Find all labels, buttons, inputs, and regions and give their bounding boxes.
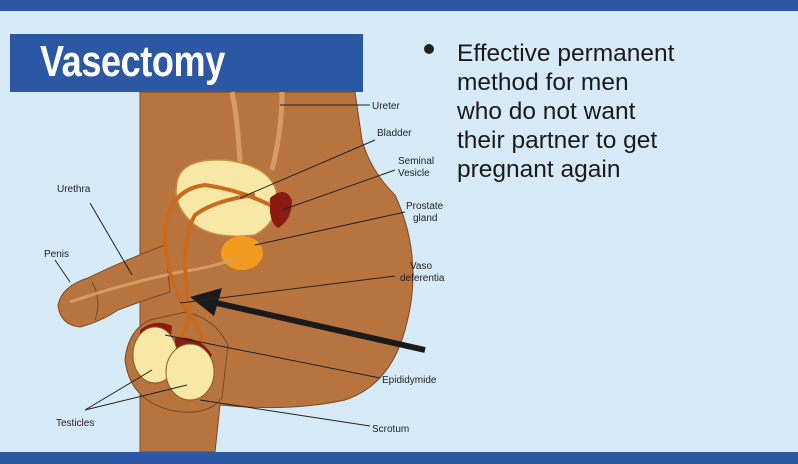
label-vaso: Vaso [410, 261, 432, 272]
label-epididymide: Epididymide [382, 375, 437, 386]
label-urethra: Urethra [57, 184, 91, 195]
prostate-shape [221, 236, 263, 270]
bottom-banner-bar [0, 452, 798, 464]
label-seminal: Seminal [398, 156, 434, 167]
label-ureter: Ureter [372, 101, 400, 112]
testicle-right [166, 344, 214, 400]
label-bladder: Bladder [377, 128, 412, 139]
label-prostate: Prostate [406, 201, 444, 212]
label-vesicle: Vesicle [398, 168, 430, 179]
label-testicles: Testicles [56, 418, 94, 429]
label-gland: gland [413, 213, 437, 224]
label-penis: Penis [44, 249, 69, 260]
label-deferentia: deferentia [400, 273, 445, 284]
label-scrotum: Scrotum [372, 424, 409, 435]
